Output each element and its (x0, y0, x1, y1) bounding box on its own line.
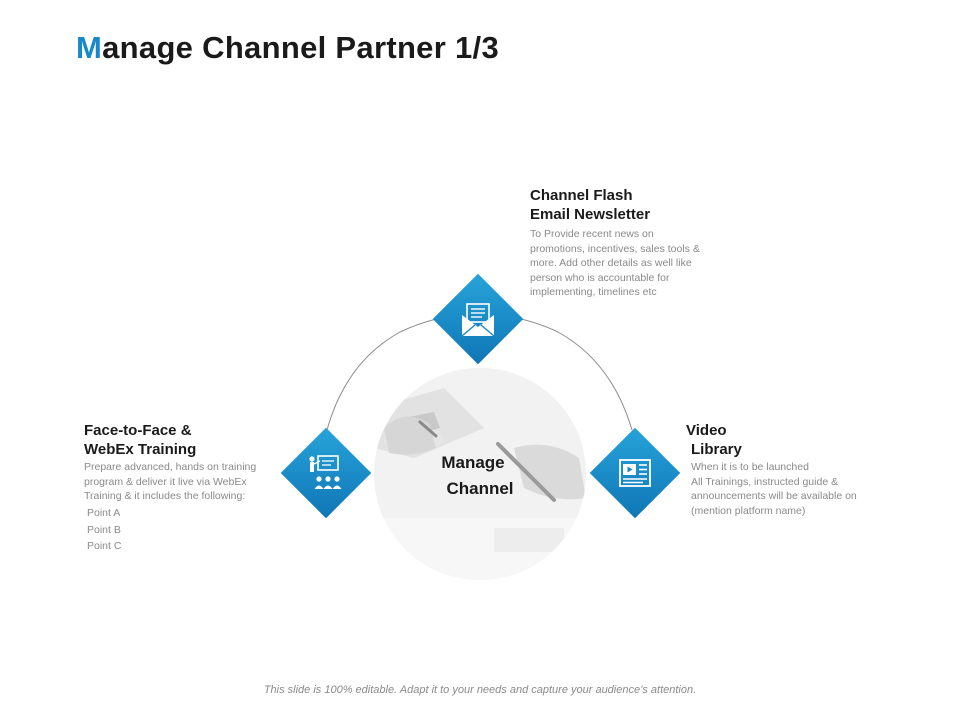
video-description: When it is to be launched All Trainings,… (691, 460, 857, 518)
slide-footer-note: This slide is 100% editable. Adapt it to… (263, 684, 697, 696)
newsletter-description-line: To Provide recent news on (530, 228, 654, 240)
training-heading: Face-to-Face & WebEx Training (84, 421, 196, 459)
list-item: Point A (87, 507, 121, 519)
training-description-line: program & deliver it live via WebEx (84, 475, 247, 488)
training-heading-line1: Face-to-Face & (84, 422, 192, 439)
presentation-training-icon (309, 455, 342, 489)
video-description-line: (mention platform name) (691, 504, 806, 517)
training-heading-line2: WebEx Training (84, 441, 197, 458)
newsletter-heading: Channel Flash Email Newsletter (530, 186, 650, 224)
center-label: Manage Channel (374, 450, 586, 502)
slide-title-initial: M (76, 30, 103, 65)
training-description-line: Prepare advanced, hands on training (84, 461, 257, 473)
slide-title-rest: anage Channel Partner 1/3 (102, 30, 499, 65)
video-description-line: All Trainings, instructed guide & (691, 475, 839, 488)
handshake-photo-illustration (374, 368, 586, 580)
video-heading: Video Library (686, 421, 742, 459)
center-photo-circle: Manage Channel (374, 368, 586, 580)
center-label-line2: Channel (446, 479, 514, 498)
video-heading-line2: Library (691, 441, 742, 458)
newsletter-description-line: person who is accountable for (530, 271, 670, 284)
newsletter-heading-line2: Email Newsletter (530, 206, 651, 223)
training-description: Prepare advanced, hands on training prog… (84, 460, 256, 504)
envelope-newsletter-icon (461, 303, 495, 337)
newsletter-description-line: more. Add other details as well like (530, 257, 692, 269)
newsletter-description-line: implementing, timelines etc (530, 286, 657, 298)
video-description-line: announcements will be available on (691, 490, 857, 502)
training-points-list: Point A Point B Point C (87, 505, 121, 555)
training-description-line: Training & it includes the following: (84, 490, 246, 502)
video-library-icon (619, 459, 651, 487)
list-item: Point C (87, 540, 122, 552)
video-description-line: When it is to be launched (691, 461, 809, 473)
newsletter-description-line: promotions, incentives, sales tools & (530, 242, 700, 255)
slide-title: Manage Channel Partner 1/3 (76, 30, 499, 66)
center-label-line1: Manage (441, 453, 505, 472)
newsletter-heading-line1: Channel Flash (530, 187, 633, 204)
newsletter-description: To Provide recent news on promotions, in… (530, 227, 700, 300)
video-heading-line1: Video (686, 422, 727, 439)
list-item: Point B (87, 523, 121, 536)
